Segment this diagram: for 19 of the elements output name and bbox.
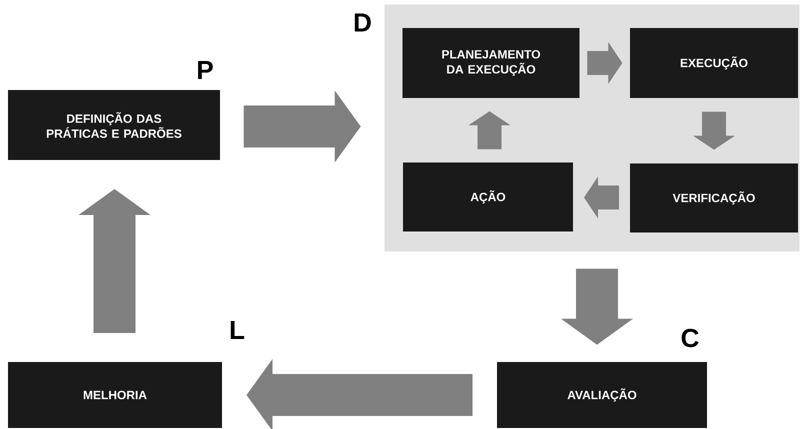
process-box: AVALIAÇÃO (497, 362, 707, 428)
section-letter: D (354, 14, 371, 32)
process-box: MELHORIA (8, 362, 222, 428)
process-box: PLANEJAMENTO DA EXECUÇÃO (402, 28, 580, 98)
section-letter: L (230, 321, 244, 339)
process-box: VERIFICAÇÃO (630, 164, 798, 232)
block-arrow (693, 112, 735, 150)
block-arrow (561, 268, 633, 345)
process-box: EXECUÇÃO (630, 28, 798, 98)
process-box: DEFINIÇÃO DAS PRÁTICAS E PADRÕES (8, 90, 220, 160)
section-letter: P (198, 61, 213, 79)
section-letter: C (682, 328, 699, 348)
block-arrow (246, 359, 472, 429)
process-box: AÇÃO (403, 162, 573, 232)
block-arrow (584, 176, 619, 218)
block-arrow (244, 90, 361, 162)
block-arrow (468, 111, 510, 150)
block-arrow (78, 189, 150, 333)
block-arrow (587, 42, 622, 84)
